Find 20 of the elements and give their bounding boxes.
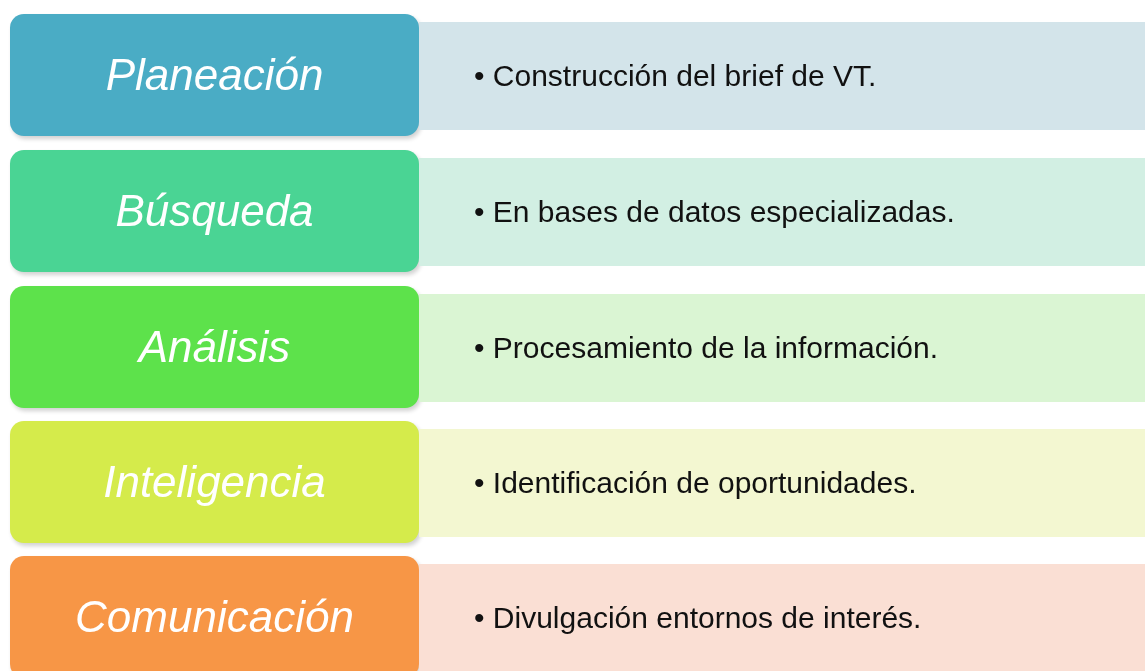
- bullet-text: • Identificación de oportunidades.: [474, 466, 917, 500]
- description-panel: [419, 294, 1145, 402]
- stage-title: Inteligencia: [103, 457, 326, 507]
- description-panel: [419, 22, 1145, 130]
- stage-box: [10, 556, 419, 671]
- bullet-text: • Divulgación entornos de interés.: [474, 601, 922, 635]
- description-panel: [419, 158, 1145, 266]
- stage-box: [10, 286, 419, 408]
- bullet-text: • Procesamiento de la información.: [474, 331, 939, 365]
- description-panel: [419, 429, 1145, 537]
- description-panel: [419, 564, 1145, 671]
- bullet-text: • Construcción del brief de VT.: [474, 59, 877, 93]
- stage-title: Búsqueda: [115, 186, 314, 236]
- stage-box: [10, 150, 419, 272]
- stage-box: [10, 14, 419, 136]
- stage-title: Planeación: [105, 50, 324, 100]
- stage-title: Análisis: [138, 322, 291, 372]
- stage-box: [10, 421, 419, 543]
- bullet-text: • En bases de datos especializadas.: [474, 195, 955, 229]
- stage-title: Comunicación: [75, 592, 354, 642]
